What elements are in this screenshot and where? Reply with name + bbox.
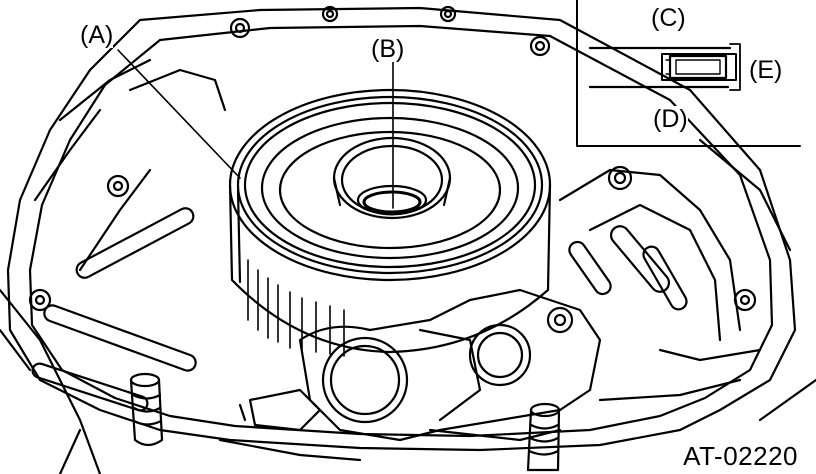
callout-b: (B)	[371, 35, 405, 63]
seal-ring	[362, 206, 422, 216]
callout-e: (E)	[749, 56, 783, 84]
left-ribs	[0, 58, 227, 474]
figure-code: AT-02220	[683, 441, 798, 472]
callout-c: (C)	[651, 4, 686, 32]
callout-a: (A)	[80, 21, 114, 49]
clutch-drum	[228, 88, 552, 357]
inset-detail	[576, 0, 801, 147]
valve-body-channels	[558, 138, 816, 422]
pump-housing	[218, 288, 602, 462]
leader-a	[117, 49, 241, 179]
dowel-pins	[129, 372, 561, 472]
case-outline	[6, 6, 797, 452]
callout-d: (D)	[653, 105, 688, 133]
bolt-holes	[28, 5, 757, 334]
